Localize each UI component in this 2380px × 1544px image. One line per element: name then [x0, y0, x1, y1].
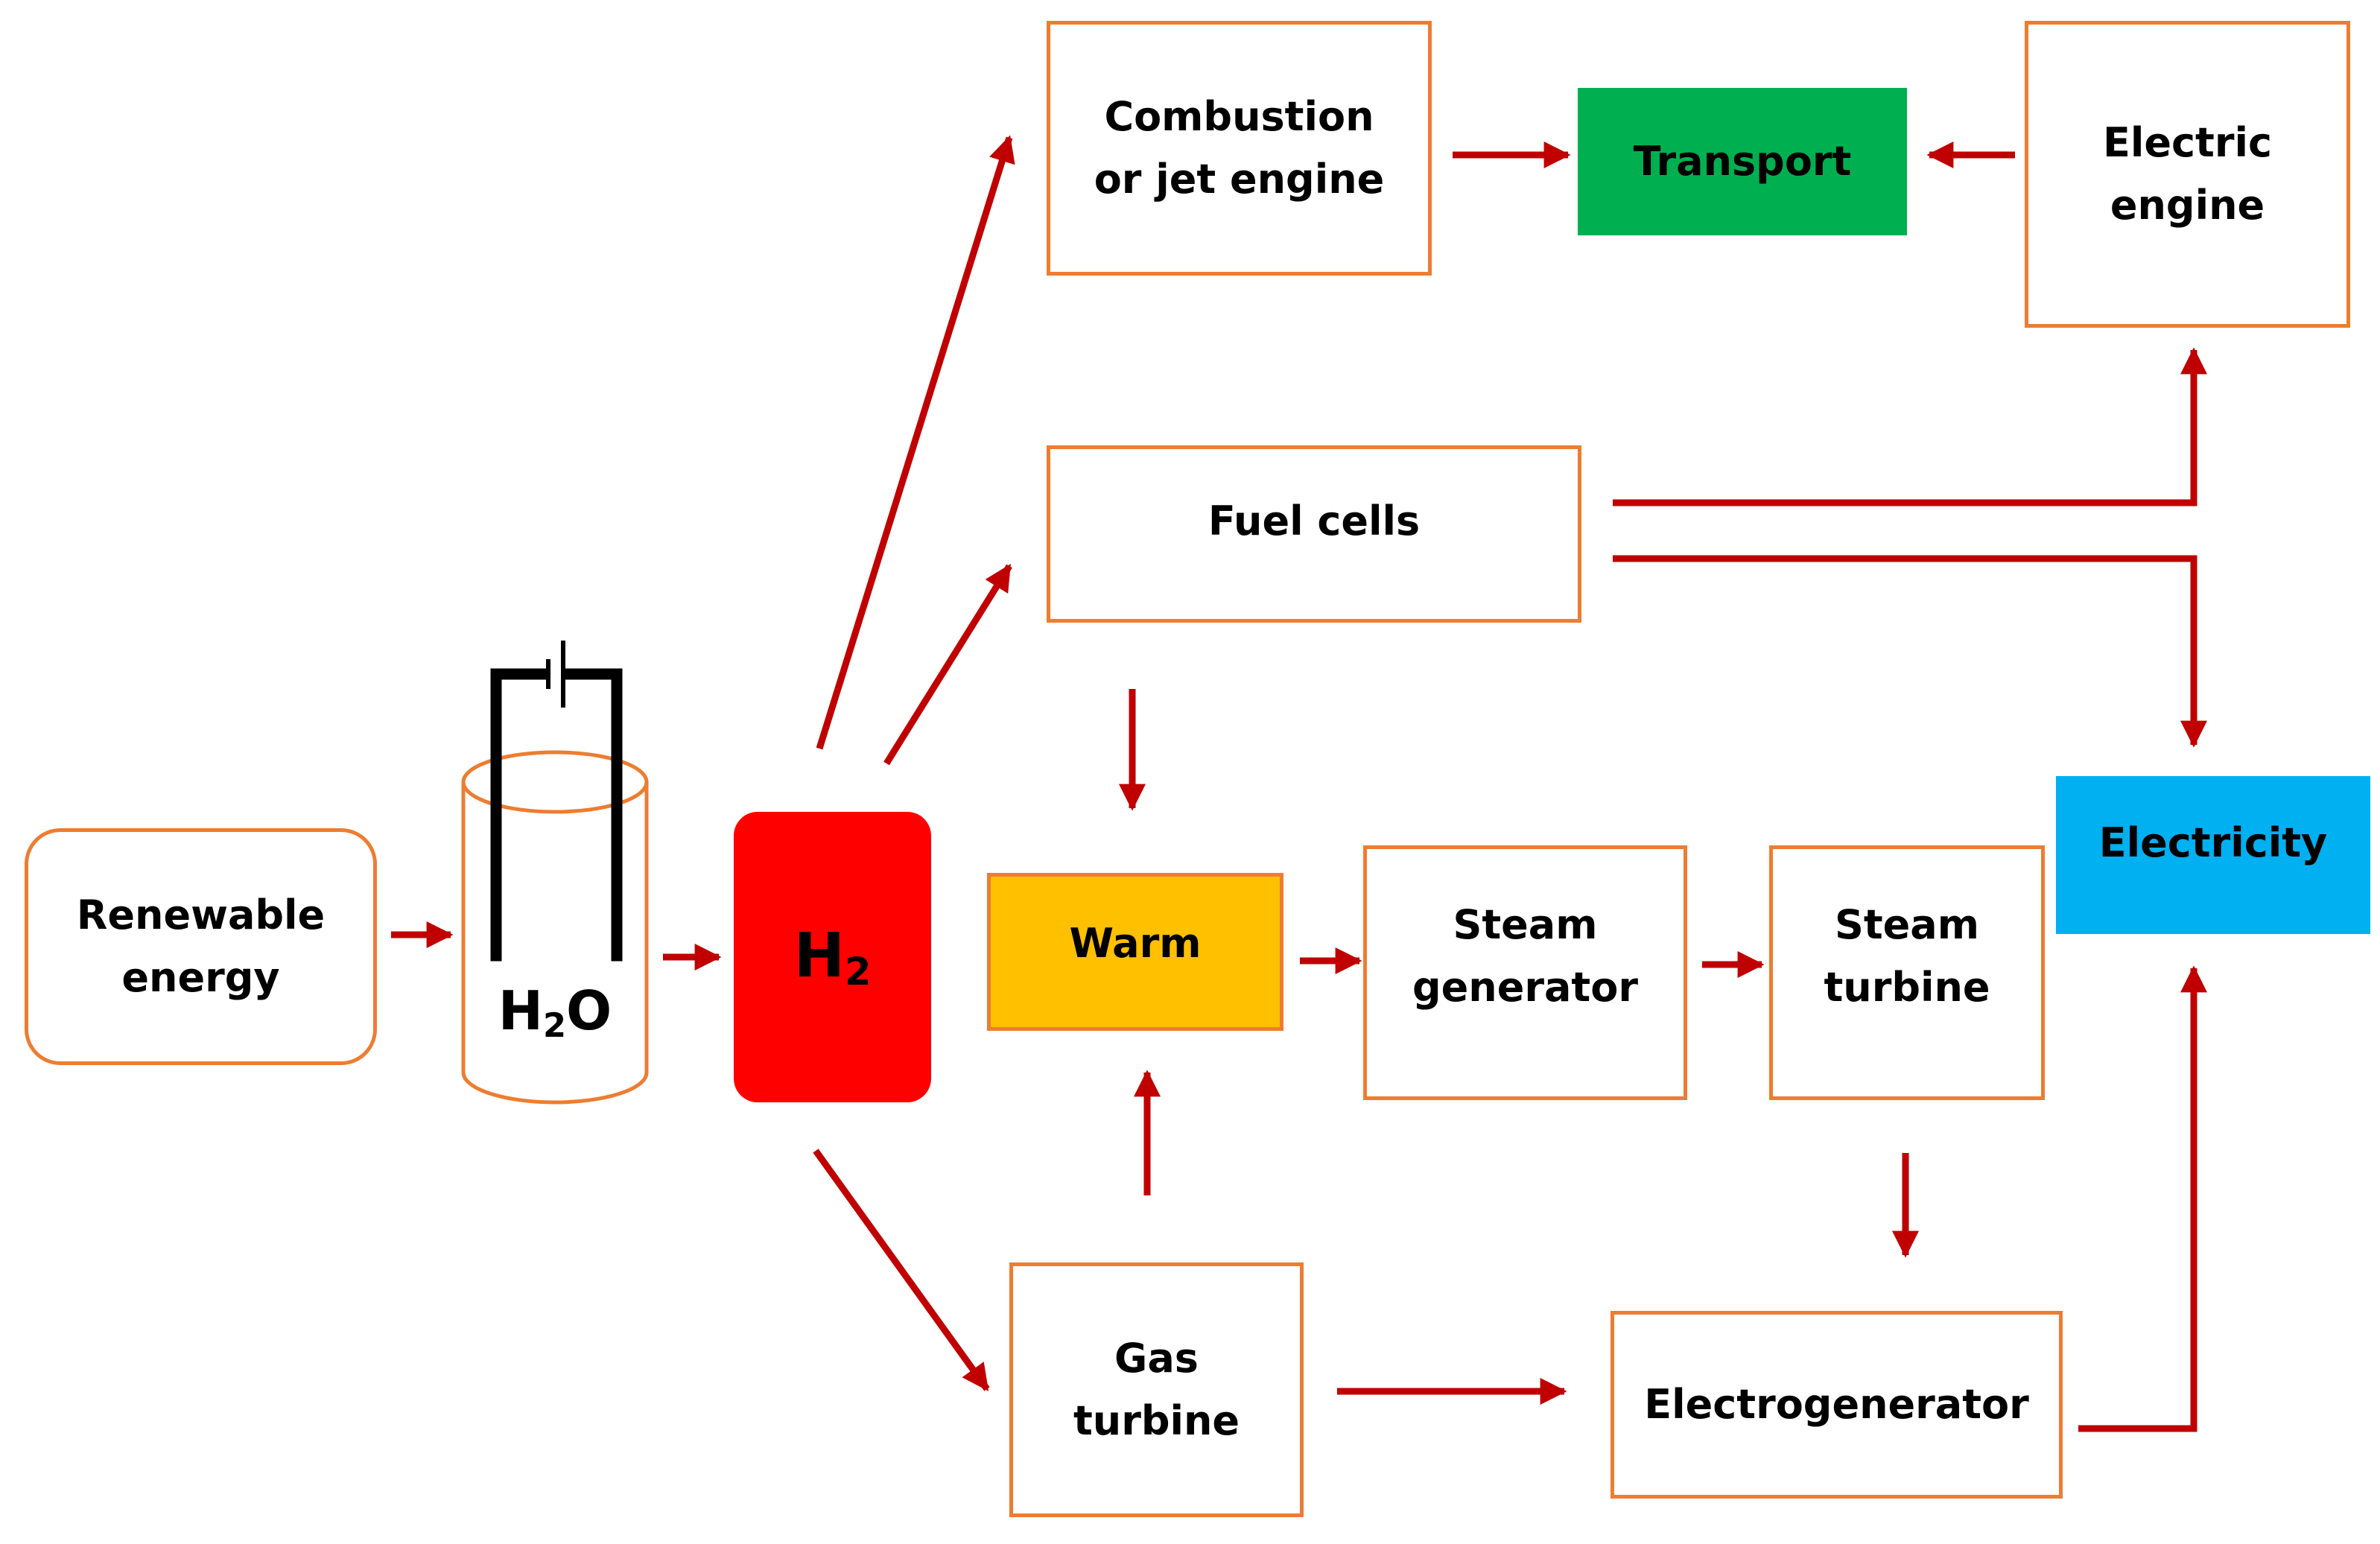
combustion-engine-node: Combustion or jet engine	[1047, 21, 1432, 276]
electric-engine-node: Electric engine	[2025, 21, 2350, 328]
arrow-fuel-cells-to-electric-engine	[1613, 347, 2207, 506]
fuel-cells-label: Fuel cells	[1208, 498, 1421, 544]
arrow-electrogenerator-to-electricity	[2078, 965, 2207, 1432]
hydrogen-node: H2	[734, 812, 931, 1102]
fuel-cells-node: Fuel cells	[1047, 445, 1581, 623]
arrow-h2-to-combustion	[816, 135, 1015, 750]
steam-turbine-label: Steam turbine	[1824, 901, 1990, 1011]
renewable-energy-label: Renewable energy	[76, 892, 326, 1001]
electrolysis-cell-icon	[461, 641, 649, 1105]
warm-node: Warm	[987, 873, 1283, 1031]
battery-icon	[546, 641, 565, 708]
transport-label: Transport	[1633, 138, 1852, 185]
electrogenerator-node: Electrogenerator	[1611, 1311, 2063, 1499]
electric-engine-label: Electric engine	[2103, 119, 2272, 229]
transport-node: Transport	[1578, 88, 1907, 235]
electricity-label: Electricity	[2098, 819, 2328, 866]
gas-turbine-label: Gas turbine	[1073, 1335, 1240, 1444]
arrow-h2-to-fuel-cells	[883, 563, 1012, 766]
electricity-node: Electricity	[2056, 776, 2370, 934]
electrogenerator-label: Electrogenerator	[1644, 1381, 2029, 1429]
arrow-fuel-cells-to-electricity	[1613, 555, 2207, 748]
steam-generator-node: Steam generator	[1363, 845, 1687, 1100]
combustion-engine-label: Combustion or jet engine	[1094, 93, 1385, 203]
h2o-label: H2O	[498, 979, 612, 1045]
gas-turbine-node: Gas turbine	[1009, 1262, 1304, 1517]
warm-label: Warm	[1069, 920, 1202, 967]
steam-turbine-node: Steam turbine	[1769, 845, 2045, 1100]
renewable-energy-node: Renewable energy	[25, 828, 377, 1065]
steam-generator-label: Steam generator	[1412, 901, 1638, 1011]
arrow-h2-to-gas-turbine	[813, 1149, 990, 1391]
hydrogen-label: H2	[793, 920, 872, 994]
